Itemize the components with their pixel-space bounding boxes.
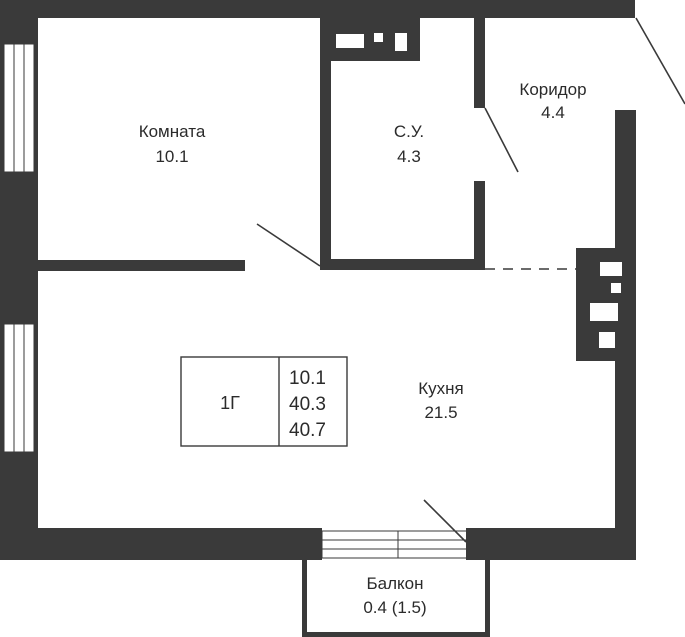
window-room [3,43,35,173]
room-name-koridor: Коридор [519,80,586,99]
total-area: 40.3 [289,394,326,415]
vent-shafts [590,262,622,348]
door-swings [256,17,685,543]
room-name-komnata: Комната [139,122,206,141]
wall-bath-right-lower [474,181,485,270]
room-area-komnata: 10.1 [155,147,188,166]
wall-bath-right-upper [474,18,485,108]
room-area-koridor: 4.4 [541,103,565,122]
apartment-info-box: 1Г 10.1 40.3 40.7 [180,356,348,447]
bathroom-fixtures [331,18,420,61]
wall-bottom-right [466,528,636,560]
balcony-outline [302,560,490,637]
total-area-with-balcony: 40.7 [289,420,326,441]
room-area-balkon: 0.4 (1.5) [363,598,426,617]
room-name-balkon: Балкон [366,574,423,593]
wall-bath-left [320,18,331,270]
wall-top [0,0,635,18]
room-name-su: С.У. [394,122,424,141]
wall-room-kitchen [38,260,245,271]
wall-bottom-left [0,528,322,560]
walls [0,0,636,560]
wall-bath-bottom [320,259,485,270]
living-area: 10.1 [289,368,326,389]
room-area-kukhnya: 21.5 [424,403,457,422]
balcony-door [321,530,466,559]
window-kitchen [3,323,35,453]
room-area-su: 4.3 [397,147,421,166]
room-name-kukhnya: Кухня [418,379,464,398]
apartment-type: 1Г [220,393,240,413]
